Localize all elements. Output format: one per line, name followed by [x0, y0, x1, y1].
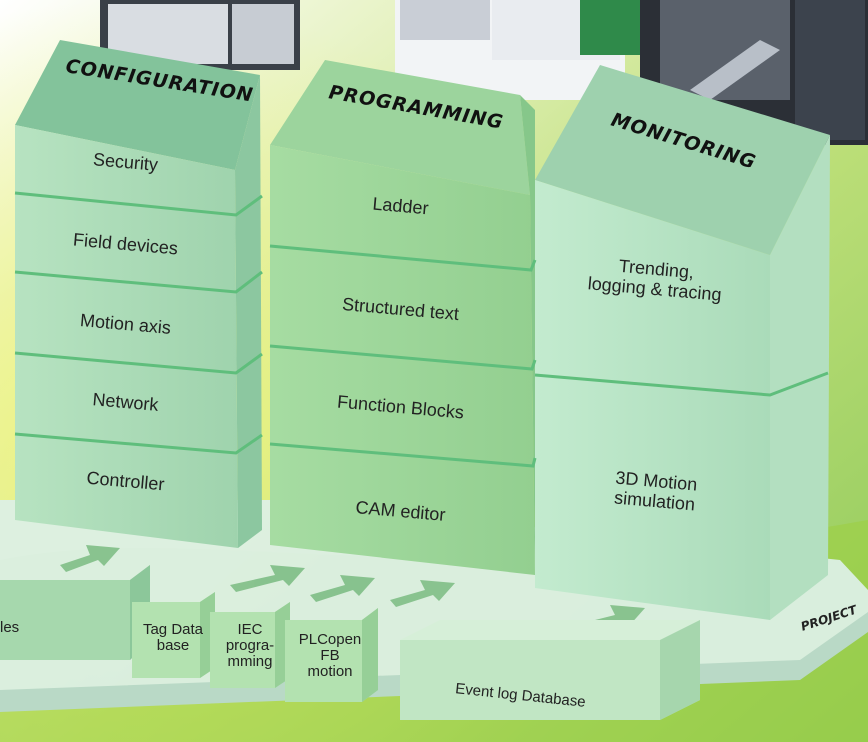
- arrow-4: [390, 580, 455, 607]
- arrow-1: [60, 545, 120, 572]
- tower-programming-roof: [270, 60, 530, 195]
- tower-programming-side: [520, 95, 535, 575]
- box-plcopen: [285, 608, 378, 702]
- arrow-2: [230, 565, 305, 592]
- item-ladder: Ladder: [372, 194, 430, 219]
- box-event-log: [400, 620, 700, 720]
- tower-configuration-roof: [15, 40, 260, 170]
- tower-monitoring-front: [535, 180, 770, 620]
- tower-monitoring-side: [770, 135, 830, 620]
- tower-monitoring: [535, 65, 830, 620]
- box-0-label: les: [0, 619, 19, 636]
- arrow-3: [310, 575, 375, 602]
- item-motion-simulation: 3D Motionsimulation: [613, 468, 698, 515]
- tower-configuration: [15, 40, 262, 548]
- tower-monitoring-roof: [535, 65, 830, 255]
- tower-configuration-front: [15, 125, 238, 548]
- tower-configuration-side: [235, 75, 262, 548]
- tower-dividers: [14, 191, 829, 468]
